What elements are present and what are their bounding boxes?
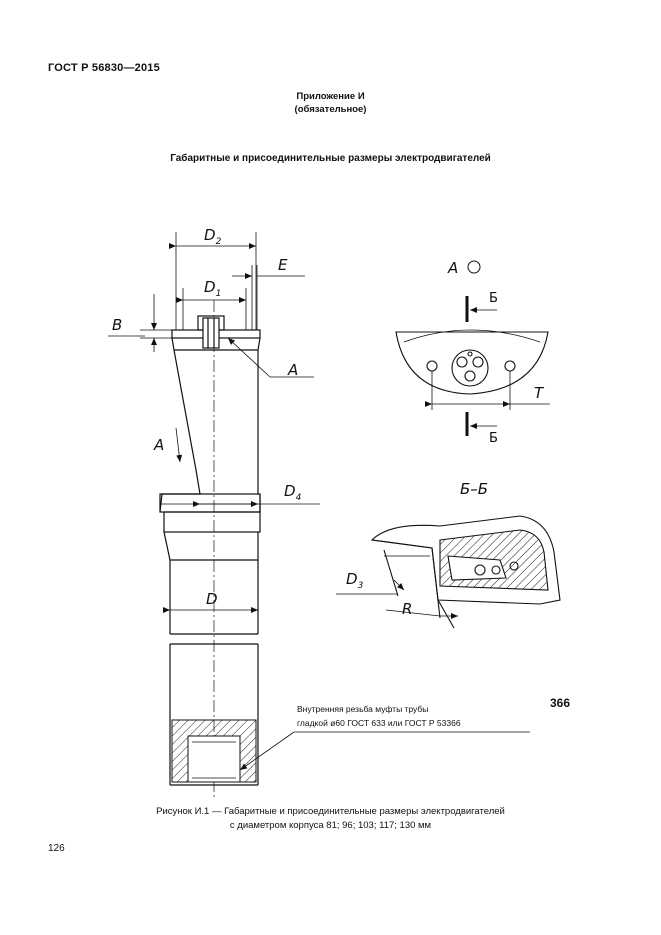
thread-note-line1: Внутренняя резьба муфты трубы [297,704,429,714]
document-header: ГОСТ Р 56830—2015 [48,62,160,74]
coupling-section [171,719,257,783]
figure-caption-line1: Рисунок И.1 — Габаритные и присоединител… [156,806,505,817]
dim-t-label: T [534,384,545,402]
page-number: 126 [48,843,65,854]
dim-r-label: R [402,600,412,618]
view-a-detail [395,260,550,436]
thread-note-line2: гладкой ø60 ГОСТ 633 или ГОСТ Р 53366 [297,718,461,728]
page-stamp: 366 [550,696,571,710]
dim-d-label: D [206,590,218,608]
appendix-title: Приложение И [296,91,365,102]
appendix-subtitle: (обязательное) [294,104,367,115]
section-bb-title: Б–Б [460,480,488,498]
figure-caption-line2: с диаметром корпуса 81; 96; 103; 117; 13… [229,820,432,831]
section-bb-view [336,515,561,629]
dimension-lines [108,232,530,771]
dim-d3-label: D3 [346,570,364,591]
dim-b-label: B [112,316,122,334]
section-mark-bottom: Б [489,431,498,446]
dim-e-label: E [278,256,288,274]
motor-side-view [159,300,261,800]
dim-d4-label: D4 [284,482,302,503]
section-mark-top: Б [489,291,498,306]
dim-d1-label: D1 [204,278,221,299]
view-a-title: А [447,259,458,277]
view-arrow-a-label: A [153,436,164,454]
detail-a-label: A [287,361,298,379]
section-title: Габаритные и присоединительные размеры э… [170,153,491,164]
dim-d2-label: D2 [204,226,222,247]
